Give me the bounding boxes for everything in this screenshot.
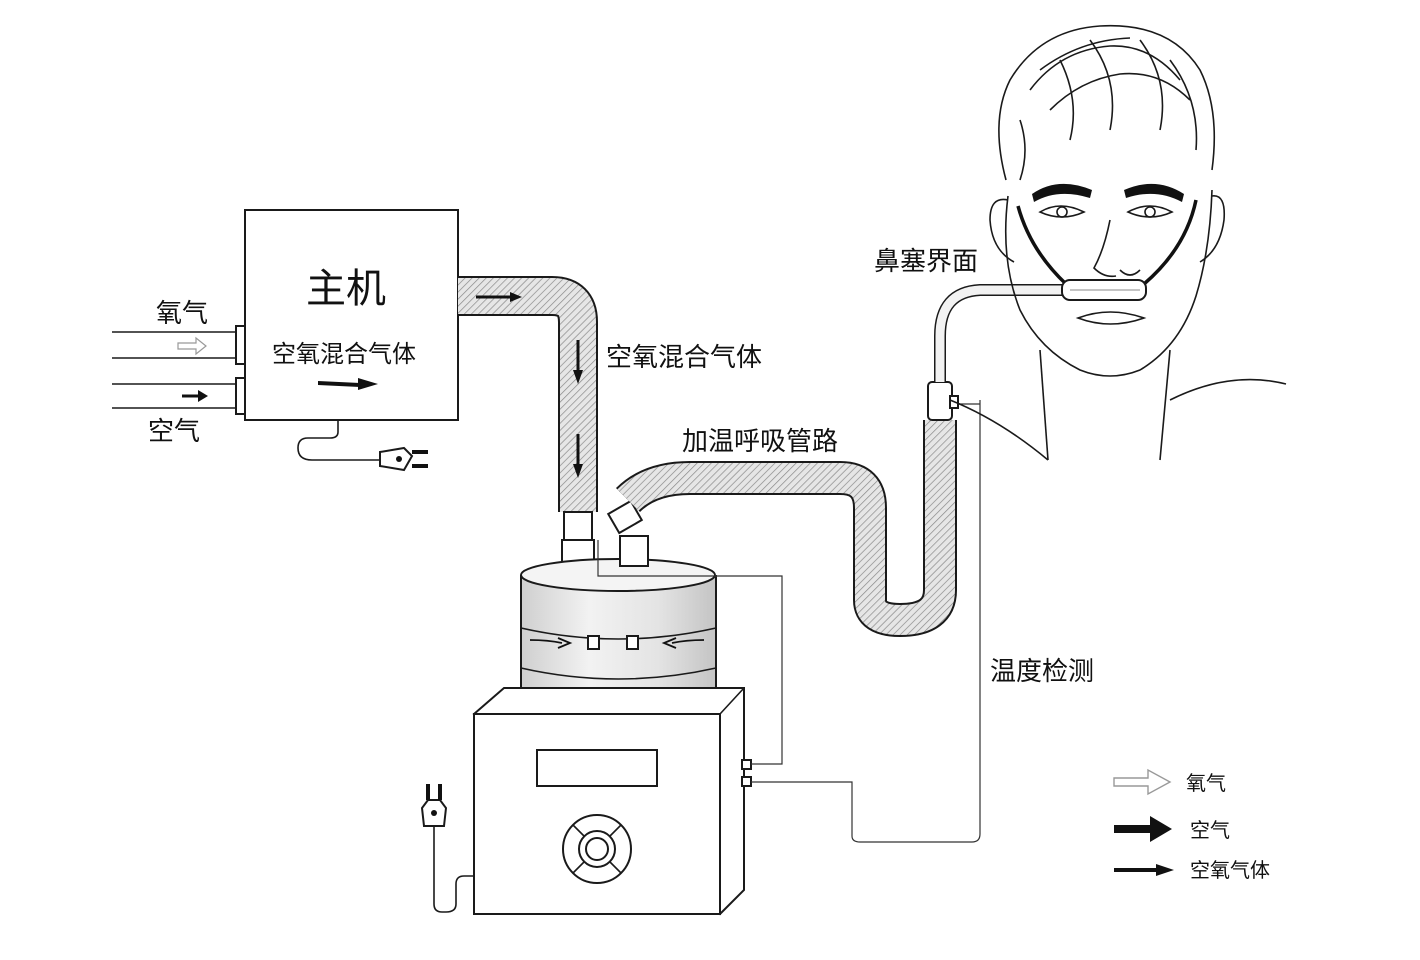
heater-display [536,749,658,787]
mixed-gas-tube-label: 空氧混合气体 [606,343,762,373]
thin-arrow-icon [1114,864,1174,876]
heater-power-cord [420,784,474,913]
heater-base [472,687,752,916]
oxygen-inlet-label: 氧气 [156,299,208,329]
air-inlet-arrow-icon [182,390,208,402]
nasal-interface-label: 鼻塞界面 [874,247,978,277]
nasal-interface [1061,279,1147,301]
mixed-gas-arrow-icon [573,340,583,478]
patient-eyebrows [1032,183,1184,202]
bold-arrow-icon [1114,816,1172,842]
gas-inlet-lines [112,325,247,415]
legend: 氧气 空气 空氧气体 [1113,768,1270,882]
cannula-strap [1016,199,1198,286]
heated-breathing-tube [615,420,957,638]
legend-mixed-label: 空氧气体 [1190,858,1270,882]
legend-oxygen-label: 氧气 [1186,771,1226,795]
legend-air-label: 空气 [1190,818,1230,842]
humidifier-chamber [520,499,717,706]
heater-control-dial [562,814,632,884]
host-unit-mix-label: 空氧混合气体 [272,340,416,368]
temperature-sensing-label: 温度检测 [990,657,1094,687]
heated-circuit-label: 加温呼吸管路 [682,427,838,457]
host-unit [244,209,459,421]
hollow-arrow-icon [1113,768,1172,796]
host-unit-title: 主机 [306,266,386,312]
mixed-gas-tube [458,276,598,571]
air-inlet-label: 空气 [148,417,200,447]
oxygen-inlet-arrow-icon [177,336,207,356]
host-mix-arrow-icon [318,378,378,390]
patient-face [949,24,1287,461]
host-power-cord [297,420,428,472]
nasal-cannula-line [934,284,1066,382]
